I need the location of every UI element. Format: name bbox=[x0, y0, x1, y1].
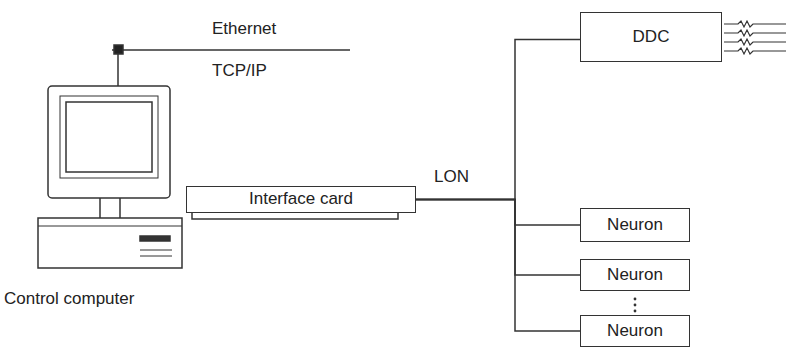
protocol-label: TCP/IP bbox=[210, 62, 269, 81]
card-edge bbox=[192, 212, 398, 219]
io-wires bbox=[724, 21, 786, 54]
monitor bbox=[48, 86, 170, 198]
node-text: Neuron bbox=[607, 266, 663, 285]
monitor-stand bbox=[119, 198, 121, 218]
screen-bezel bbox=[60, 96, 158, 178]
network-label: Ethernet bbox=[210, 20, 278, 39]
monitor-screen bbox=[66, 102, 152, 172]
bus-connector bbox=[416, 40, 580, 200]
node-text: Neuron bbox=[607, 216, 663, 235]
system-unit bbox=[38, 218, 182, 268]
drive-slot bbox=[140, 236, 170, 241]
ddc-box: DDC bbox=[580, 12, 722, 62]
ethernet-line bbox=[112, 49, 350, 51]
interface-card: Interface card bbox=[186, 186, 416, 213]
node-text: Interface card bbox=[249, 190, 353, 209]
drive-line bbox=[140, 250, 172, 251]
ellipsis-dots bbox=[634, 298, 637, 313]
network-drop bbox=[117, 54, 119, 86]
node-text: DDC bbox=[633, 28, 670, 47]
bus-label: LON bbox=[432, 168, 471, 187]
drive-line bbox=[140, 256, 172, 257]
network-tap bbox=[114, 45, 123, 54]
monitor-stand bbox=[99, 198, 101, 218]
bus-connector bbox=[416, 200, 580, 276]
node-text: Neuron bbox=[607, 322, 663, 341]
neuron-box: Neuron bbox=[580, 315, 690, 347]
neuron-box: Neuron bbox=[580, 208, 690, 242]
neuron-box: Neuron bbox=[580, 259, 690, 291]
unit-edge bbox=[38, 226, 182, 227]
bus-connector bbox=[416, 200, 580, 332]
bus-connector bbox=[416, 200, 580, 226]
computer-label: Control computer bbox=[2, 290, 136, 309]
